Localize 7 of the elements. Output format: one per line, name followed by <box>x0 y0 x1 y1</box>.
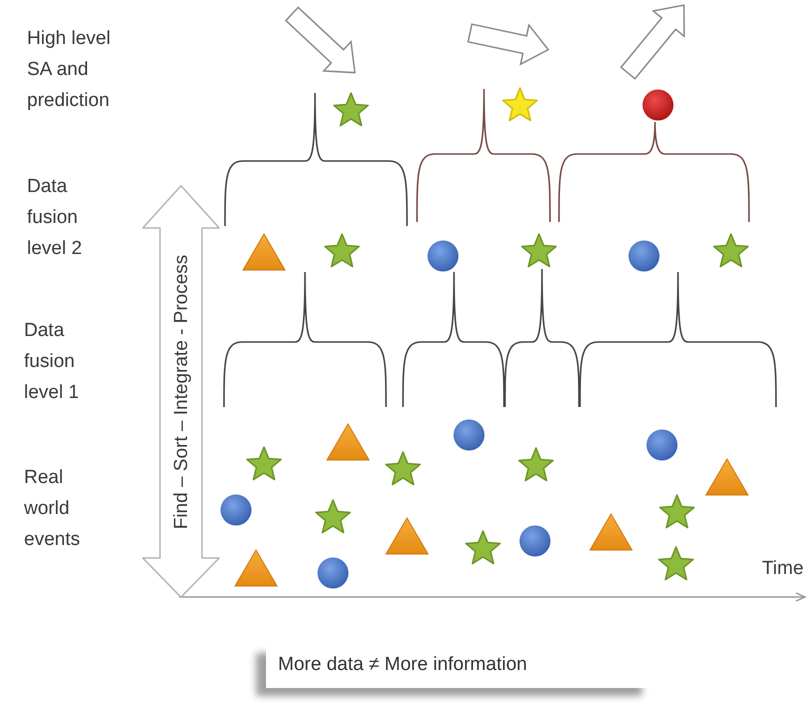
double-headed-arrow <box>142 185 220 598</box>
level-label: Real world events <box>24 466 81 552</box>
arrow-label: Find – Sort – Integrate - Process <box>171 254 193 530</box>
level-label: High level SA and prediction <box>27 27 112 113</box>
axis-label: Time <box>762 557 804 581</box>
level-label: Data fusion level 1 <box>24 319 80 405</box>
level-label: Data fusion level 2 <box>27 175 83 261</box>
